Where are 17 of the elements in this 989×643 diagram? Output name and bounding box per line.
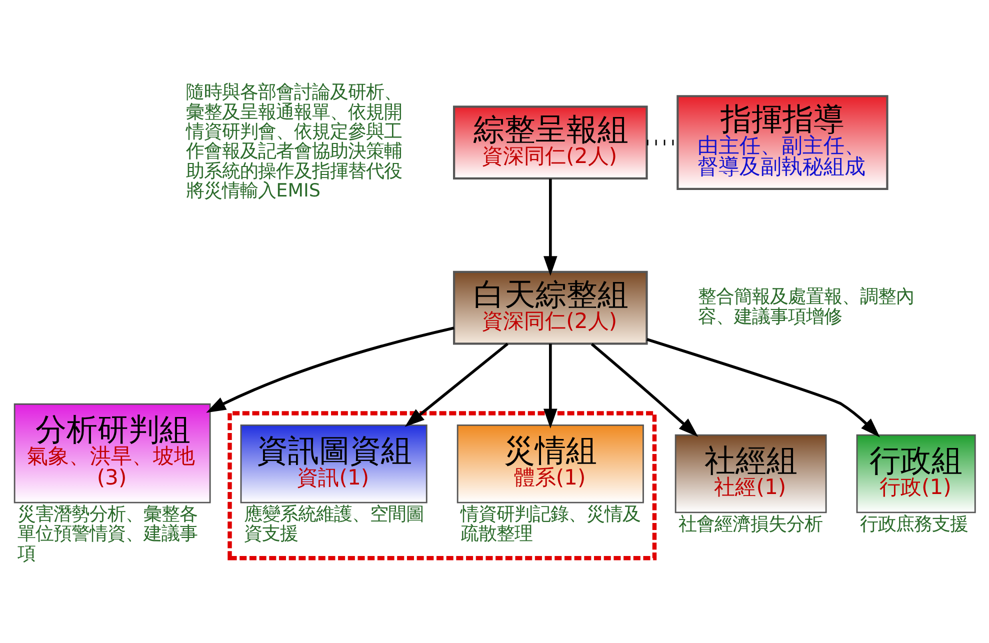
- cluster: [228, 411, 657, 560]
- node-label: 行政庶務支援: [860, 514, 968, 535]
- node-label: 災害潛勢分析、彙整各單位預警情資、建議事項: [17, 504, 198, 564]
- arrow: [544, 178, 558, 276]
- node-label: 情資研判記錄、災情及疏散整理: [460, 504, 640, 545]
- node-label: 應變系統維護、空間圖資支援: [244, 504, 424, 545]
- node-label: 整合簡報及處置報、調整內容、建議事項增修: [698, 286, 914, 328]
- node-box: 指揮指導 由主任、副主任、督導及副執秘組成: [676, 95, 888, 190]
- node-label: 隨時與各部會討論及研析、彙整及呈報通報單、依規開情資研判會、依規定參與工作會報及記者會協助決策輔助系統的操作及指揮替代役將災情輸入EMIS: [186, 82, 402, 202]
- node-label: 社會經濟損失分析: [678, 514, 822, 535]
- arrow: [404, 342, 508, 427]
- node-box: 綜整呈報組 資深同仁(2人): [453, 106, 648, 180]
- arrow: [544, 344, 558, 428]
- arrow: [646, 338, 880, 438]
- node-box: 白天綜整組 資深同仁(2人): [453, 270, 648, 345]
- arrow: [206, 326, 454, 413]
- arrow: [590, 343, 698, 437]
